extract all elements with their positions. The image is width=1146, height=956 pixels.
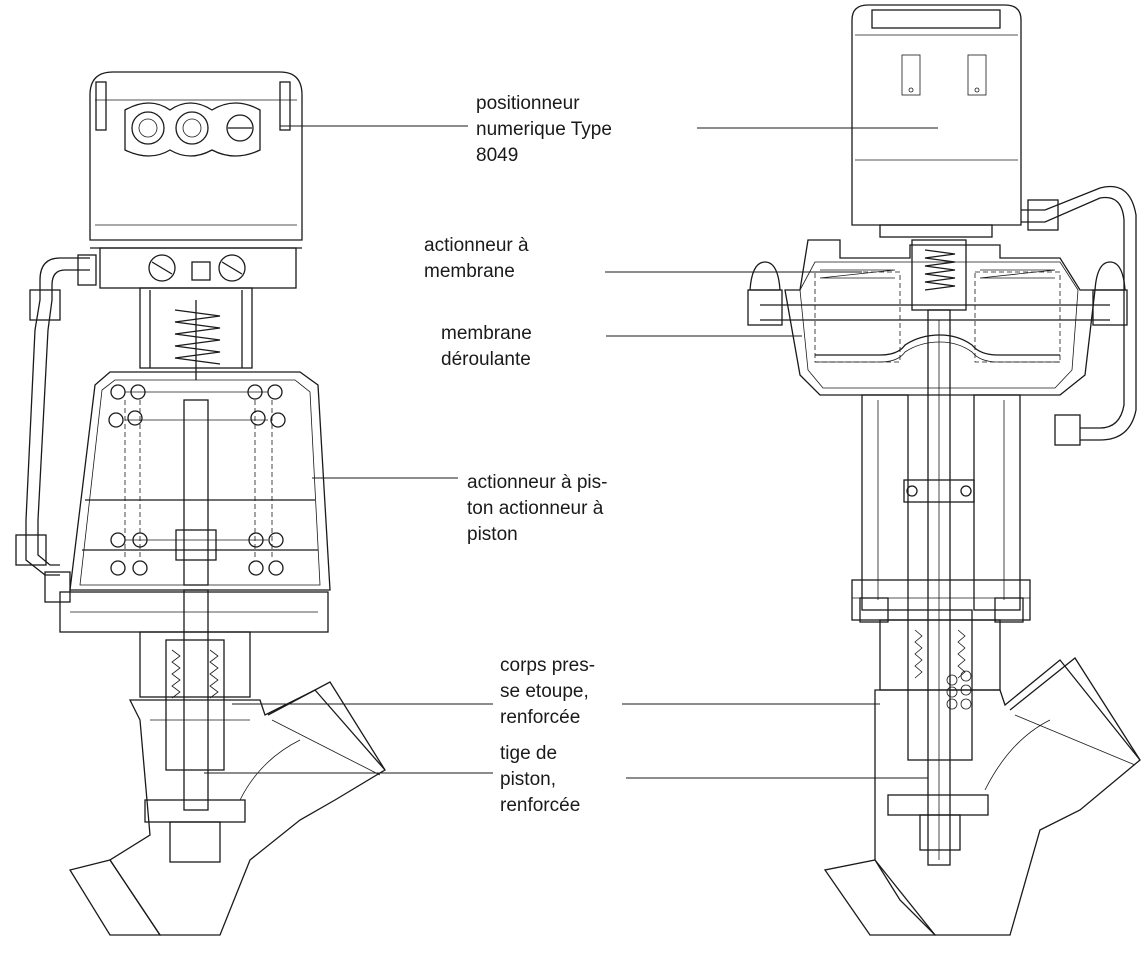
right-yoke xyxy=(851,394,1031,623)
right-valve-drawing xyxy=(747,4,1141,936)
right-air-line xyxy=(1021,186,1137,446)
left-positioner xyxy=(89,71,303,289)
right-gland-body xyxy=(879,609,1001,761)
left-air-line xyxy=(15,254,97,603)
right-piston-rod xyxy=(927,309,951,866)
leader-lines xyxy=(204,125,938,779)
label-piston-actuator: actionneur à pis- ton actionneur à pisto… xyxy=(467,472,608,545)
left-valve-drawing xyxy=(15,71,387,936)
left-actuator-springs xyxy=(108,384,286,576)
label-diaphragm-actuator: actionneur à membrane xyxy=(424,235,529,282)
label-rolling-diaphragm: membrane déroulante xyxy=(441,323,532,370)
right-valve-body xyxy=(823,657,1141,936)
label-piston-rod: tige de piston, renforcée xyxy=(500,743,581,816)
left-valve-body xyxy=(68,681,387,936)
left-neck xyxy=(139,287,253,380)
left-actuator-housing xyxy=(69,371,331,591)
label-positioner: positionneur numerique Type 8049 xyxy=(476,93,612,166)
right-diaphragm-housing xyxy=(747,239,1128,396)
right-positioner xyxy=(851,4,1022,238)
label-gland-body: corps pres- se etoupe, renforcée xyxy=(500,655,596,728)
